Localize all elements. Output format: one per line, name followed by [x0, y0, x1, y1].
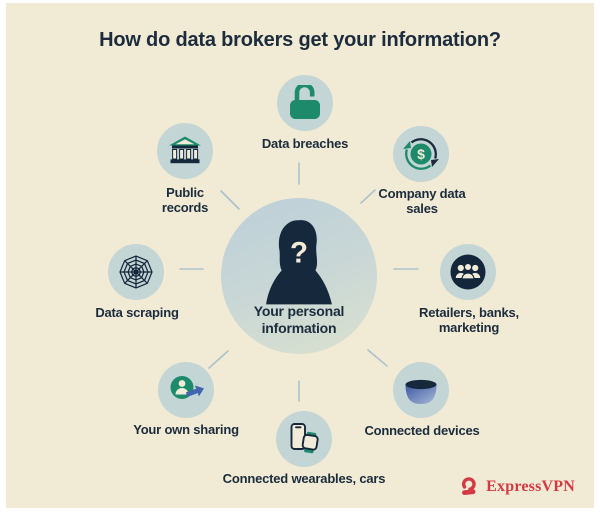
bank-building-icon [169, 136, 201, 164]
connector-line [220, 190, 240, 210]
smart-speaker-icon [405, 379, 437, 404]
node-label-public-records: Public records [161, 185, 209, 216]
spider-web-icon [119, 255, 153, 289]
connector-line [208, 350, 229, 369]
node-label-data-scraping: Data scraping [95, 305, 179, 320]
node-label-company-data-sales: Company data sales [378, 186, 466, 217]
brand-footer: ExpressVPN [458, 476, 575, 498]
node-retailers-banks-marketing [440, 244, 496, 300]
central-hub-label: Your personal information [253, 303, 345, 337]
brand-wordmark: ExpressVPN [486, 478, 575, 495]
dollar-cycle-icon: $ [403, 138, 439, 170]
expressvpn-logo-icon [462, 477, 476, 496]
node-connected-devices [393, 362, 449, 418]
node-your-own-sharing [158, 362, 214, 418]
connector-line [360, 189, 376, 204]
node-label-connected-wearables-cars: Connected wearables, cars [222, 471, 386, 486]
central-hub: ? Your personal information [221, 198, 377, 354]
node-label-data-breaches: Data breaches [261, 136, 349, 151]
node-public-records [157, 123, 213, 179]
person-silhouette-icon: ? [266, 220, 332, 305]
node-data-breaches [277, 75, 333, 131]
unlocked-padlock-icon [290, 85, 320, 119]
infographic-canvas: How do data brokers get your information… [6, 3, 594, 508]
node-company-data-sales: $ [393, 126, 449, 182]
question-mark: ? [290, 237, 308, 270]
page-title: How do data brokers get your information… [99, 29, 501, 51]
node-label-connected-devices: Connected devices [364, 423, 480, 438]
person-share-arrow-icon [170, 376, 205, 399]
node-connected-wearables-cars [276, 411, 332, 467]
node-label-retailers-banks-marketing: Retailers, banks, marketing [419, 305, 519, 336]
phone-and-watch-icon [290, 423, 319, 454]
node-data-scraping [108, 244, 164, 300]
node-label-your-own-sharing: Your own sharing [133, 422, 239, 437]
dollar-sign: $ [417, 146, 425, 162]
connector-lines [179, 162, 419, 402]
connector-line [367, 349, 388, 367]
people-group-icon [450, 254, 486, 290]
